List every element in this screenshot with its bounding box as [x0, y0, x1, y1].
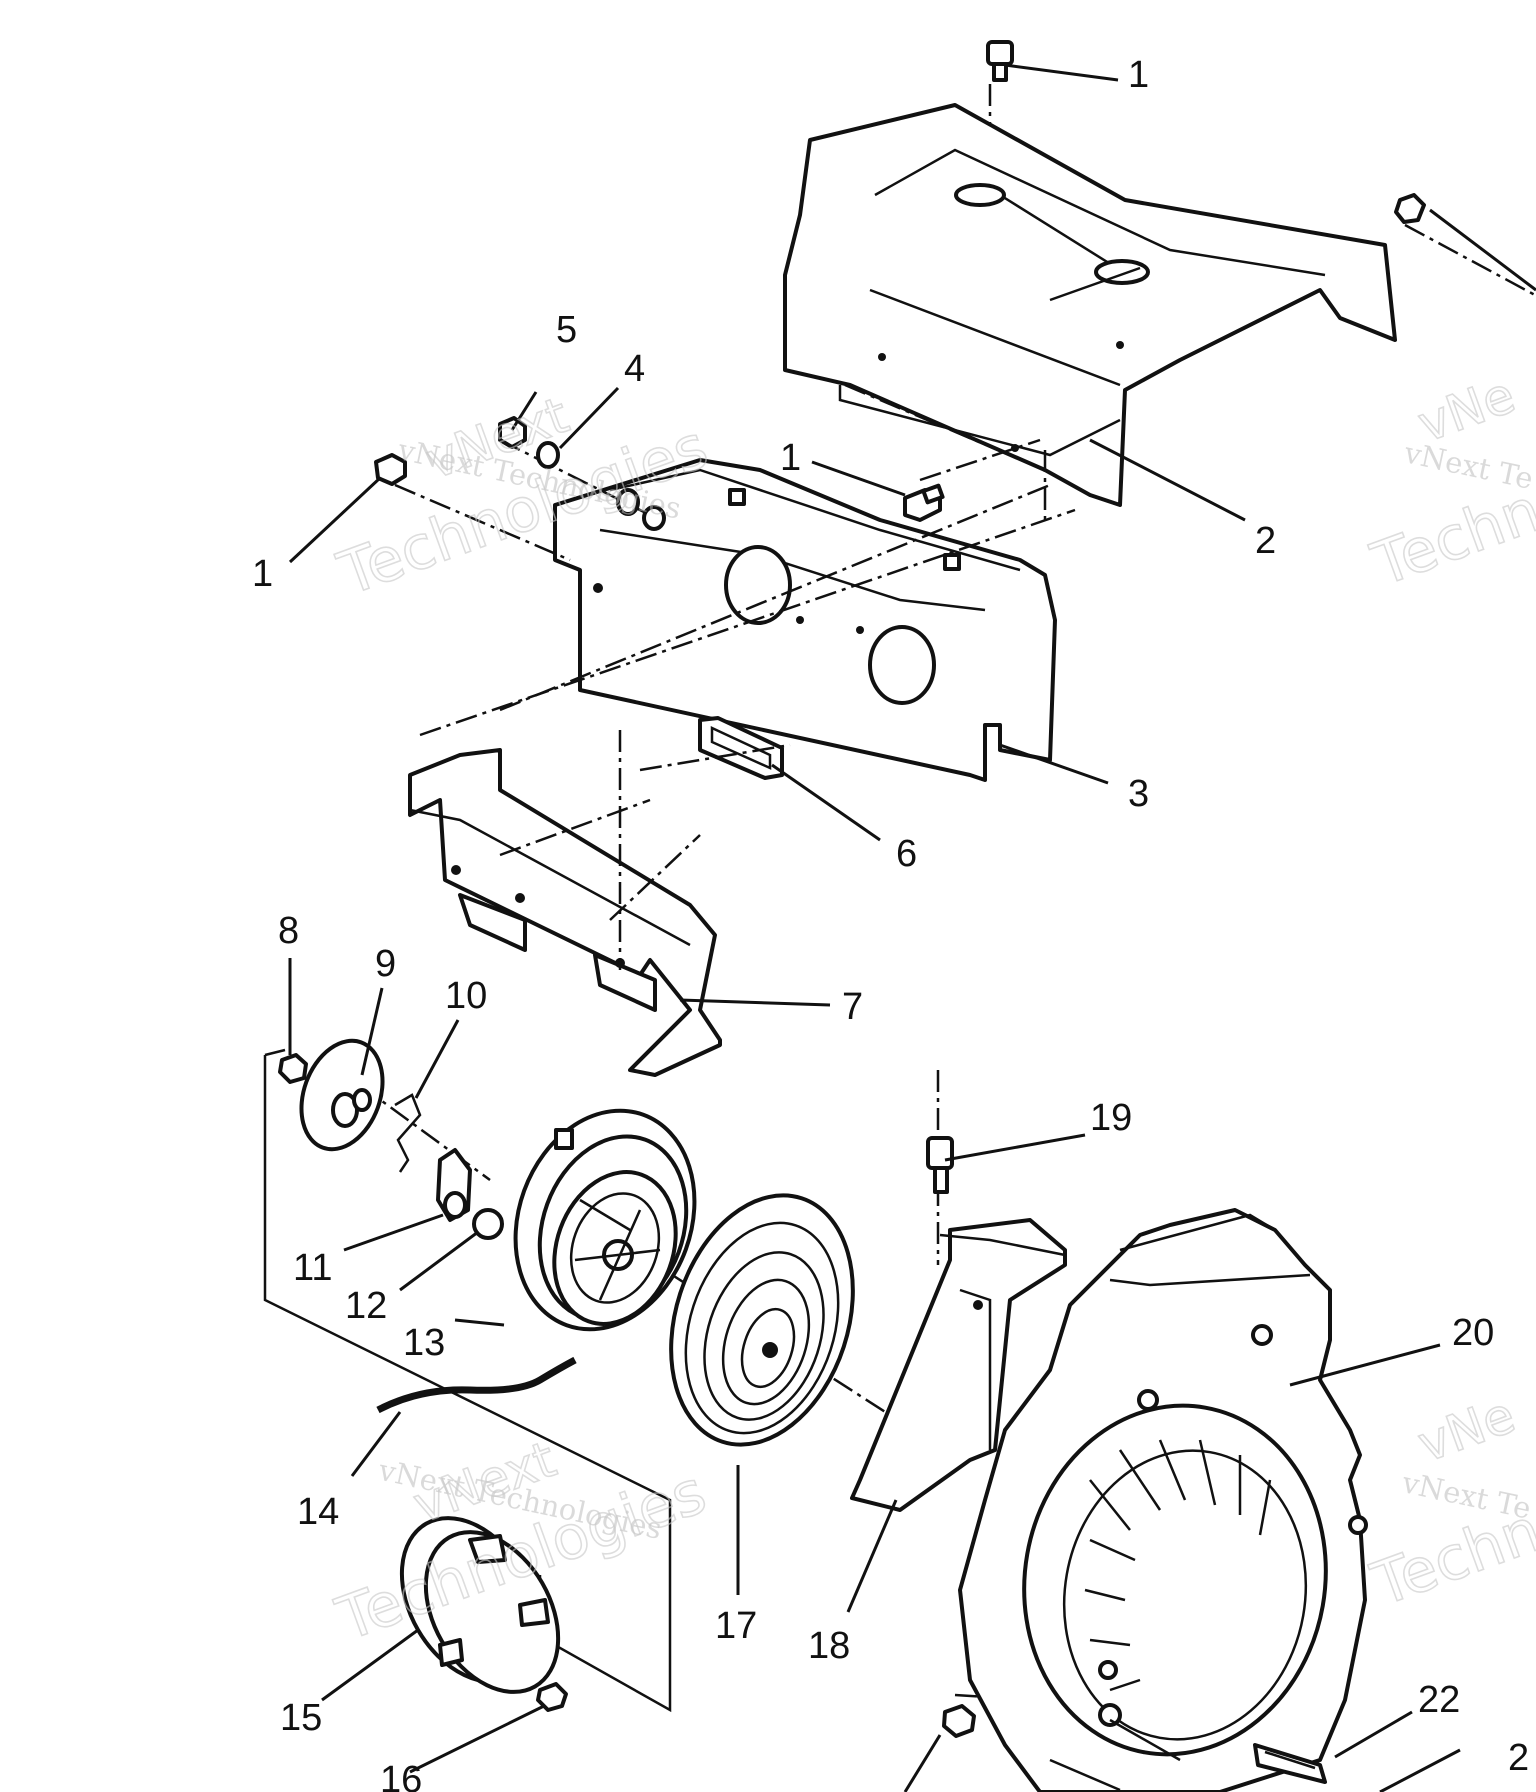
- callout-2: 2: [1255, 520, 1276, 562]
- callout-5: 5: [556, 309, 577, 351]
- callout-9: 9: [375, 943, 396, 985]
- watermark-text: vNe: [1411, 366, 1523, 454]
- callout-15: 15: [280, 1697, 322, 1739]
- callout-13: 13: [403, 1322, 445, 1364]
- nut-icon: [498, 416, 527, 449]
- lower-bracket-part-7: [408, 748, 722, 1077]
- bolt-icon: [903, 483, 945, 522]
- callout-4: 4: [624, 348, 645, 390]
- callout-17: 17: [715, 1605, 757, 1647]
- rear-baffle-part-3: [553, 458, 1057, 782]
- fasteners: [278, 40, 1426, 1738]
- gasket-part-6: [698, 716, 784, 780]
- starter-assembly: [299, 1038, 1067, 1694]
- starter-cup-part-15: [399, 1516, 561, 1694]
- bolt-icon: [926, 1136, 954, 1194]
- callout-23-cut: 2: [1508, 1737, 1529, 1779]
- callout-8: 8: [278, 910, 299, 952]
- callout-20: 20: [1452, 1312, 1494, 1354]
- top-shroud-part-2: [783, 103, 1397, 507]
- nut-icon: [942, 1704, 976, 1738]
- ratchet-part-11: [436, 1148, 472, 1222]
- callout-10: 10: [445, 975, 487, 1017]
- callout-1-middle: 1: [780, 437, 801, 479]
- spring-clip-part-10: [394, 1093, 422, 1173]
- watermark-text: Techno: [1363, 463, 1536, 601]
- callout-3: 3: [1128, 773, 1149, 815]
- callout-12: 12: [345, 1285, 387, 1327]
- reel-pulley-part-13: [513, 1108, 697, 1332]
- callout-18: 18: [808, 1625, 850, 1667]
- handle-part-22: [1253, 1743, 1327, 1784]
- callout-labels: 1 2 1 5 4 1 3 6 7 8 9 10 11 12 13 14 15 …: [252, 54, 1529, 1792]
- callout-1-top: 1: [1128, 54, 1149, 96]
- bolt-icon: [1394, 193, 1426, 224]
- watermark-text: vNe: [1411, 1386, 1523, 1474]
- callout-1-left: 1: [252, 553, 273, 595]
- callout-7: 7: [842, 986, 863, 1028]
- recoil-spring-part-17: [669, 1193, 855, 1447]
- washer-icon: [536, 441, 560, 469]
- friction-plate-part-9: [299, 1038, 385, 1152]
- blower-housing-part-20: [958, 1208, 1368, 1792]
- leader-lines: [288, 63, 1536, 1792]
- spring-part-12: [472, 1208, 504, 1240]
- callout-14: 14: [297, 1491, 339, 1533]
- nut-icon: [278, 1053, 308, 1084]
- bolt-icon: [536, 1682, 568, 1712]
- starter-rope-part-14: [376, 1356, 577, 1414]
- callout-19: 19: [1090, 1097, 1132, 1139]
- callout-11: 11: [293, 1247, 332, 1289]
- bolt-icon: [986, 40, 1014, 82]
- callout-16: 16: [380, 1759, 422, 1792]
- callout-22: 22: [1418, 1679, 1460, 1721]
- callout-6: 6: [896, 833, 917, 875]
